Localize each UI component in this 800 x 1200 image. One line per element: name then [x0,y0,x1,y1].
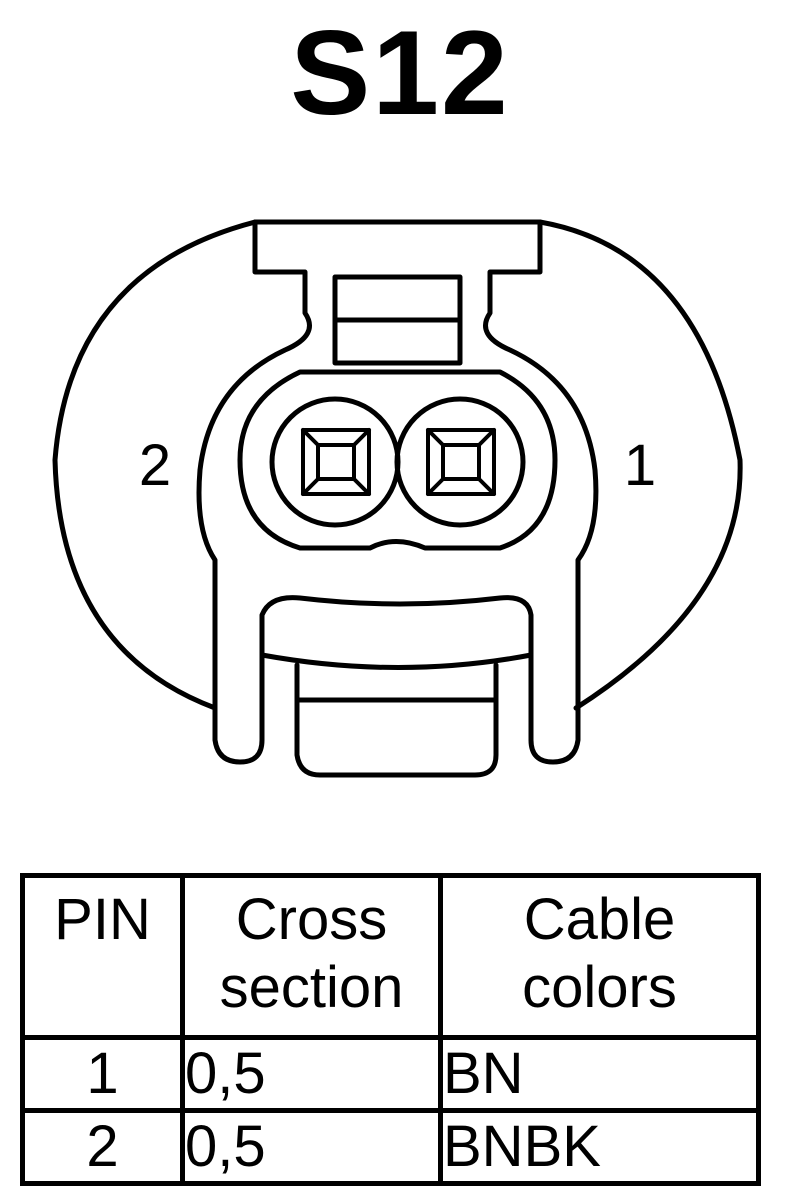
header-cable-line2: colors [522,955,677,1020]
header-cross-line2: section [219,955,404,1020]
pin-1-terminal [426,428,496,496]
pin-2-terminal [301,428,371,496]
header-pin-line1: PIN [54,887,151,952]
center-slot [332,274,463,366]
cable-color-value: BN [438,1034,761,1113]
header-cable-line1: Cable [523,887,676,952]
pin-number: 2 [20,1107,185,1187]
pin-label-1: 1 [624,433,656,498]
header-cross-section: Cross section [180,873,443,1040]
cable-color-value: BNBK [438,1107,761,1187]
pin-label-2: 2 [139,433,171,498]
lower-tab [294,662,499,778]
pin-2-circle [269,396,401,528]
header-pin: PIN [20,873,185,1040]
cross-section-value: 0,5 [180,1107,443,1187]
pin-body-ring [237,369,558,551]
latch-outline [196,219,599,765]
connector-housing-outline [52,219,743,711]
table-row: 1 0,5 BN [20,1034,761,1113]
table-header-row: PIN Cross section Cable colors [20,873,761,1040]
lower-lock [259,595,534,670]
cross-section-value: 0,5 [180,1034,443,1113]
connector-diagram: 2 1 [52,219,743,778]
header-cable-colors: Cable colors [438,873,761,1040]
header-cross-line1: Cross [235,887,388,952]
table-row: 2 0,5 BNBK [20,1107,761,1187]
pin-number: 1 [20,1034,185,1113]
pin-table: PIN Cross section Cable colors 1 0,5 BN … [20,873,761,1187]
connector-title: S12 [290,6,510,140]
pin-1-circle [394,396,526,528]
